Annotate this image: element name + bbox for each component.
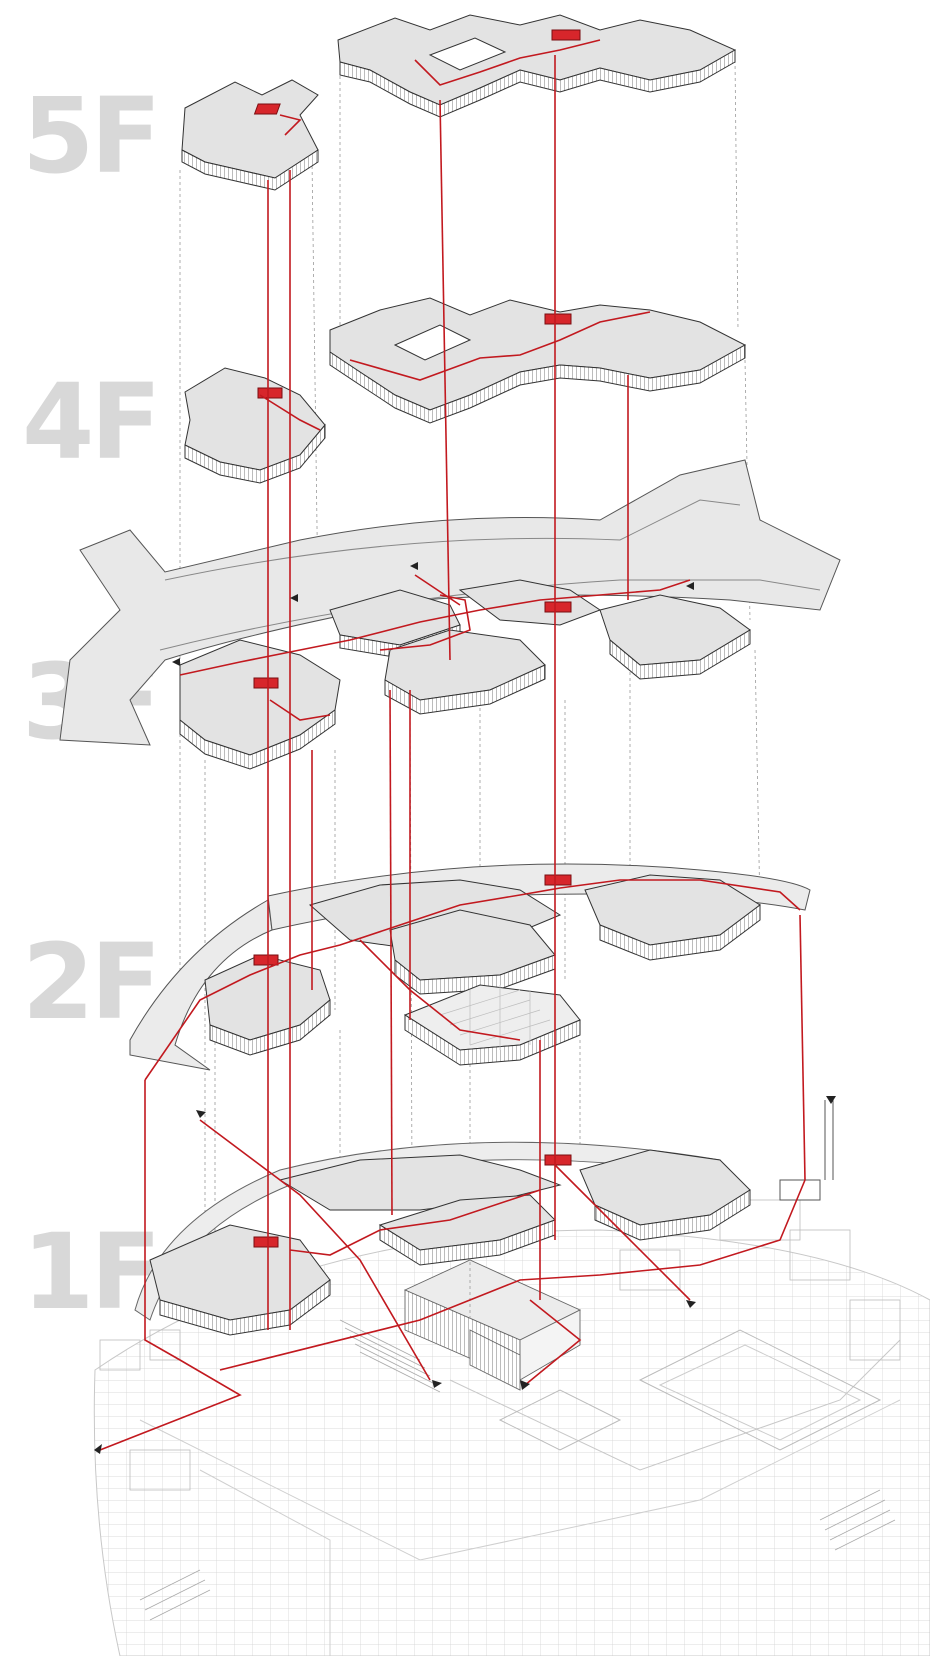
arrow-marker-icon xyxy=(172,658,180,666)
floor-plate-1f xyxy=(134,1100,834,1336)
arrow-marker-icon xyxy=(196,1110,206,1118)
arrow-marker-icon xyxy=(686,1300,696,1308)
floor-plate-5f xyxy=(181,14,737,191)
arrow-markers xyxy=(94,562,836,1454)
arrow-marker-icon xyxy=(290,594,298,602)
arrow-marker-icon xyxy=(826,1096,836,1104)
arrow-marker-icon xyxy=(686,582,694,590)
floor-label-4f: 4F xyxy=(22,361,161,483)
arrow-marker-icon xyxy=(432,1380,442,1388)
floor-plate-4f xyxy=(184,297,747,484)
floor-plate-3f xyxy=(59,459,841,770)
floor-label-5f: 5F xyxy=(22,75,161,197)
site-ground xyxy=(93,1199,930,1656)
circulation-paths xyxy=(99,39,806,1451)
floor-label-2f: 2F xyxy=(22,921,161,1043)
arrow-marker-icon xyxy=(410,562,418,570)
arrow-marker-icon xyxy=(94,1444,102,1454)
arrow-marker-icon xyxy=(520,1380,530,1390)
floor-plate-2f xyxy=(129,863,811,1071)
